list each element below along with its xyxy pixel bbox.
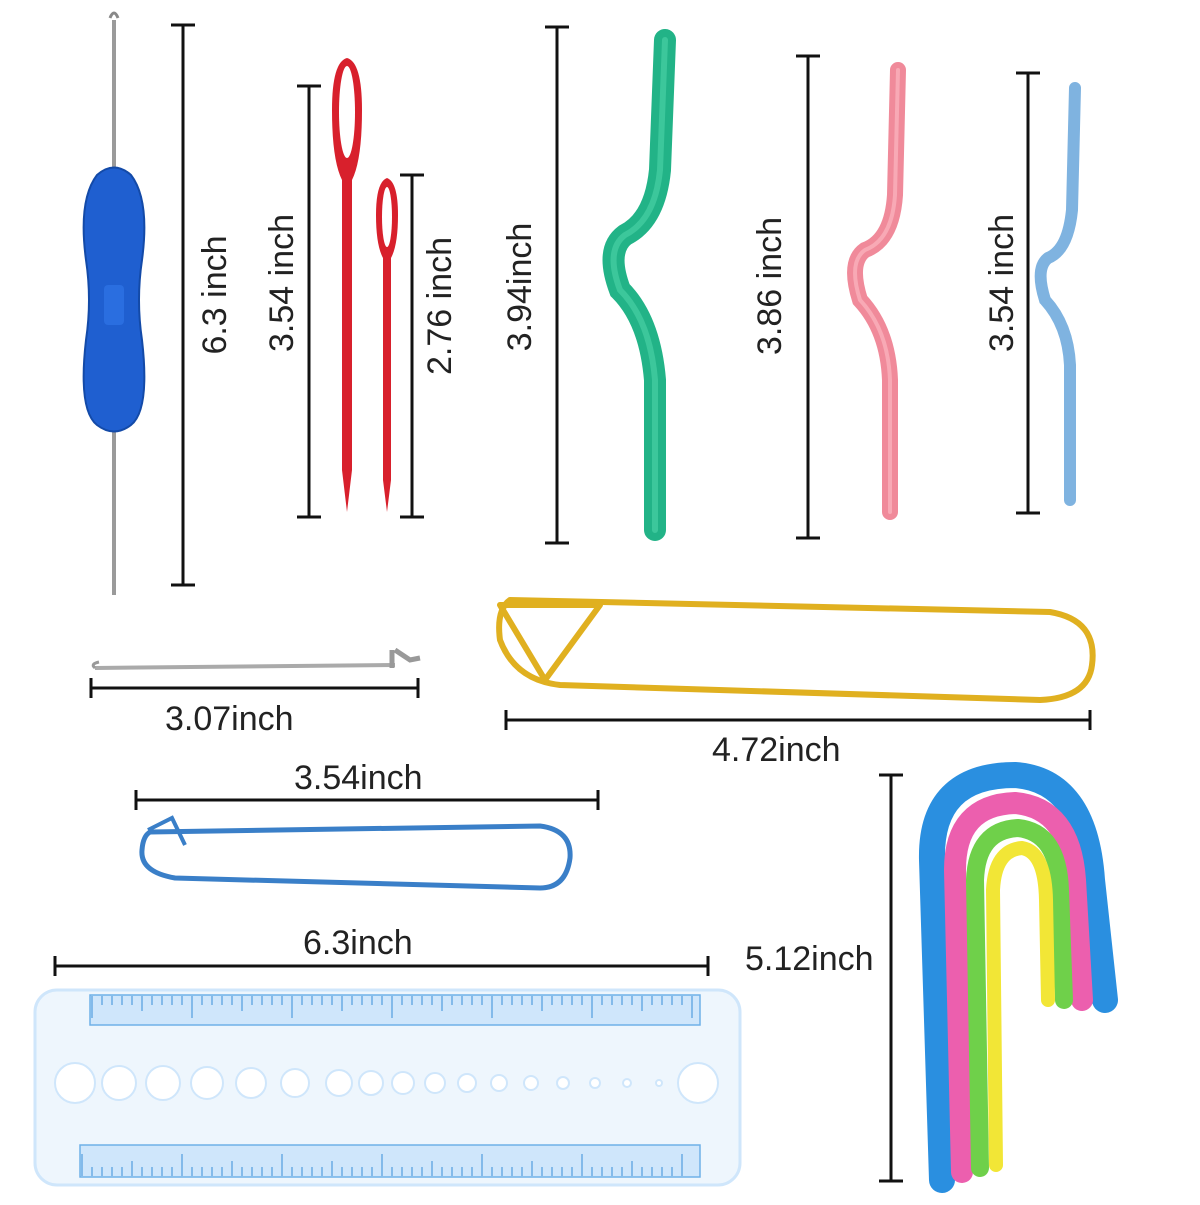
crochet-hook-label: 6.3 inch	[196, 235, 234, 355]
blue-cable-needle	[1034, 82, 1081, 506]
large-holder-label: 4.72inch	[712, 731, 841, 769]
small-needle	[376, 178, 398, 512]
pink-cable-dimension	[796, 54, 820, 540]
large-needle	[332, 58, 362, 512]
u-cable-dimension	[879, 773, 903, 1183]
large-needle-dimension	[297, 84, 321, 519]
small-holder-dimension	[134, 790, 600, 810]
latch-tool-label: 3.07inch	[165, 700, 294, 738]
ruler-label: 6.3inch	[303, 924, 413, 962]
large-holder-dimension	[504, 710, 1092, 730]
large-needle-label: 3.54 inch	[263, 214, 301, 352]
small-needle-label: 2.76 inch	[421, 237, 459, 375]
small-stitch-holder	[139, 815, 573, 891]
pink-cable-label: 3.86 inch	[751, 217, 789, 355]
pink-cable-needle	[847, 62, 906, 520]
blue-cable-dimension	[1016, 71, 1040, 515]
crochet-hook	[82, 11, 146, 595]
small-holder-label: 3.54inch	[294, 759, 423, 797]
green-cable-dimension	[545, 25, 569, 545]
green-cable-needle	[602, 29, 676, 541]
u-cable-needles	[918, 761, 1118, 1193]
gauge-ruler	[33, 988, 742, 1187]
small-needle-dimension	[400, 173, 424, 519]
latch-tool-dimension	[89, 678, 420, 698]
latch-tool	[91, 647, 421, 670]
large-stitch-holder	[496, 597, 1096, 703]
ruler-dimension	[53, 956, 710, 976]
blue-cable-label: 3.54 inch	[983, 214, 1021, 352]
u-cable-label: 5.12inch	[745, 940, 874, 978]
green-cable-label: 3.94inch	[501, 222, 539, 352]
crochet-hook-dimension	[171, 23, 195, 587]
